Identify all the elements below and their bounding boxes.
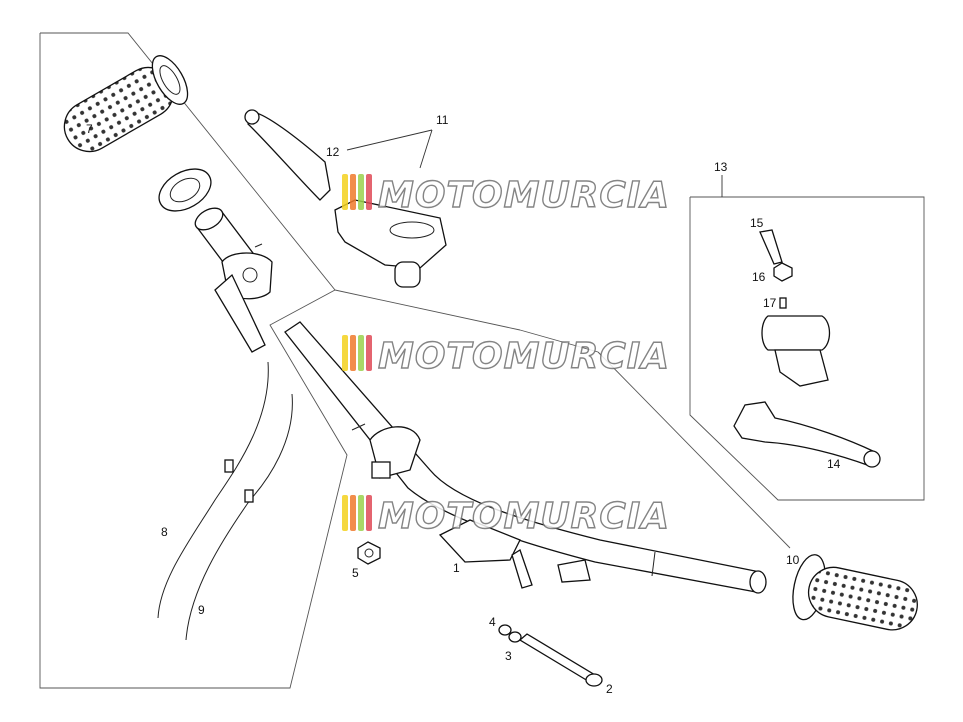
nut-16 <box>773 262 793 282</box>
callout-7: 7 <box>86 122 93 136</box>
watermark-bottom: MOTOMURCIA <box>342 495 670 538</box>
callout-10: 10 <box>786 553 800 567</box>
watermark-text: MOTOMURCIA <box>378 496 670 537</box>
watermark-text: MOTOMURCIA <box>378 175 670 216</box>
callout-13: 13 <box>714 160 728 174</box>
watermark-stripe <box>358 174 364 210</box>
watermark-stripe <box>342 174 348 210</box>
throttle-cable-8 <box>157 361 269 619</box>
watermark-stripe <box>358 335 364 371</box>
callout-1: 1 <box>453 561 460 575</box>
leader-lines <box>346 129 723 197</box>
brake-lever-group-frame <box>689 196 925 501</box>
callout-2: 2 <box>606 682 613 696</box>
clutch-lever-14 <box>733 401 881 468</box>
watermark-stripe <box>350 174 356 210</box>
callout-12: 12 <box>326 145 340 159</box>
nut-5 <box>357 541 381 565</box>
watermark-stripe <box>358 495 364 531</box>
throttle-tube <box>194 207 273 353</box>
callout-14: 14 <box>827 457 841 471</box>
front-brake-master-cylinder <box>244 109 447 288</box>
lever-bracket <box>761 315 831 387</box>
callout-16: 16 <box>752 270 766 284</box>
washer-4 <box>498 624 512 636</box>
callout-8: 8 <box>161 525 168 539</box>
watermark-stripe <box>350 335 356 371</box>
bolt-15 <box>759 229 783 265</box>
watermark-text: MOTOMURCIA <box>378 336 670 377</box>
bolt-2 <box>518 633 603 687</box>
watermark-top: MOTOMURCIA <box>342 174 670 217</box>
callout-11: 11 <box>436 113 449 127</box>
throttle-cable-9 <box>185 393 293 641</box>
callout-4: 4 <box>489 615 496 629</box>
screw-17 <box>779 297 787 309</box>
washer-3 <box>508 631 522 643</box>
right-grip <box>792 554 918 631</box>
watermark-stripe <box>366 335 372 371</box>
watermark-stripe <box>342 335 348 371</box>
handlebar <box>284 321 767 594</box>
callout-3: 3 <box>505 649 512 663</box>
watermark-stripe <box>366 174 372 210</box>
watermark-middle: MOTOMURCIA <box>342 335 670 378</box>
watermark-stripe <box>366 495 372 531</box>
watermark-stripe <box>342 495 348 531</box>
callout-5: 5 <box>352 566 359 580</box>
callouts: 1 2 3 4 5 7 8 9 10 11 12 13 14 15 16 17 <box>86 113 841 696</box>
center-frame-lines <box>334 289 791 549</box>
watermark-stripe <box>350 495 356 531</box>
callout-17: 17 <box>763 296 777 310</box>
callout-15: 15 <box>750 216 764 230</box>
callout-9: 9 <box>198 603 205 617</box>
left-grip <box>63 55 212 212</box>
